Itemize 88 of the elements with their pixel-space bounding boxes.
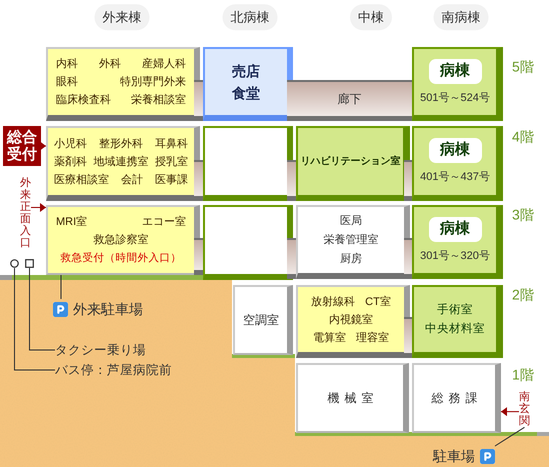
room-name: 食堂 [232,84,260,103]
room-box [296,205,410,279]
department-name: 耳鼻科 [155,136,188,152]
department-name: 授乳室 [155,154,188,170]
bus-stop-label: バス停：芦屋病院前 [55,362,172,378]
room-box [296,285,410,358]
department-name: エコー室 [142,214,186,230]
ward-name: 病棟 [440,140,470,160]
floor-label: 1階 [512,366,534,384]
room-name: 中央材料室 [425,321,485,336]
floor-label: 4階 [512,128,534,146]
leader-line [60,274,62,300]
arrow [500,407,520,416]
room-number-range: 401号～437号 [420,170,490,185]
empty-room-box [203,205,293,280]
floor-label: 3階 [512,206,534,224]
ward-name: 病棟 [440,219,470,240]
leader-line [14,268,56,370]
parking-label: 外来駐車場 [73,300,143,319]
department-name: 医事課 [155,172,188,188]
department-name: 眼科 [56,75,78,90]
room-name: 栄養管理室 [324,232,378,248]
ward-name-tag [428,138,482,163]
department-name: 特別専門外来 [120,74,186,90]
ward-name-tag [428,59,482,84]
floor-label: 5階 [512,58,534,76]
ward-name: 病棟 [440,61,470,82]
department-box [46,47,200,121]
department-name: 内科 [56,57,78,72]
room-name: リハビリテーション室 [300,154,400,169]
department-box [46,126,200,201]
corridor-band [287,80,412,121]
room-box [296,126,410,201]
ward-box [412,47,503,121]
column-header: 外来棟 [94,4,150,30]
room-name: 手術室 [437,302,473,318]
room-box [233,285,293,355]
room-name: 空調室 [243,312,279,329]
leader-line [29,268,56,350]
parking-label: 駐車場 [433,447,475,466]
stop-sign-marker [25,259,34,268]
room-box [412,363,501,433]
room-name: 内視鏡室 [329,312,373,328]
arrow [30,202,46,212]
department-name: 救急診察室 [94,232,148,248]
room-name: 総務課 [430,390,482,407]
room-name: 理容室 [356,330,389,346]
ward-box [412,205,503,279]
entrance-label: 南玄関 [519,391,530,428]
department-name: 地域連携室 [94,154,148,170]
ward-name-tag [428,217,482,242]
ward-box [412,126,503,201]
room-box [412,285,503,358]
leader-line [494,426,525,446]
department-name: 会計 [121,172,143,188]
department-name: 小児科 [54,136,87,152]
department-name: 栄養相談室 [131,92,186,108]
room-name: 放射線科 [311,294,356,310]
room-name: CT室 [365,294,391,310]
department-name: MRI室 [56,214,88,230]
department-name: 薬剤科 [54,154,87,170]
stop-sign-marker [10,259,19,268]
floor-label: 2階 [512,286,534,304]
department-name: 臨床検査科 [56,92,111,108]
column-header: 南病棟 [434,4,488,30]
room-name: 電算室 [313,330,346,346]
department-name: 救急受付（時間外入口） [60,251,182,266]
department-name: 医療相談室 [54,172,109,188]
room-name: 医局 [340,214,362,228]
department-name: 外科 [99,57,121,72]
room-number-range: 501号～524号 [420,91,490,106]
room-name: 厨房 [340,252,362,266]
shop-box [203,47,293,121]
empty-room-box [203,126,293,201]
column-header: 北病棟 [222,4,278,30]
taxi-stand-label: タクシー乗り場 [55,342,146,358]
room-number-range: 301号～320号 [420,249,490,264]
department-name: 産婦人科 [142,56,186,72]
room-box [296,363,409,433]
department-box [46,205,200,275]
reception-name: 総合受付 [7,128,37,164]
column-header: 中棟 [350,4,392,30]
room-name: 機械室 [326,390,378,407]
department-name: 整形外科 [99,136,143,152]
arrow [40,142,46,150]
room-name: 売店 [232,62,260,81]
corridor-name: 廊下 [338,91,362,108]
entrance-label: 外来正面入口 [20,177,31,250]
